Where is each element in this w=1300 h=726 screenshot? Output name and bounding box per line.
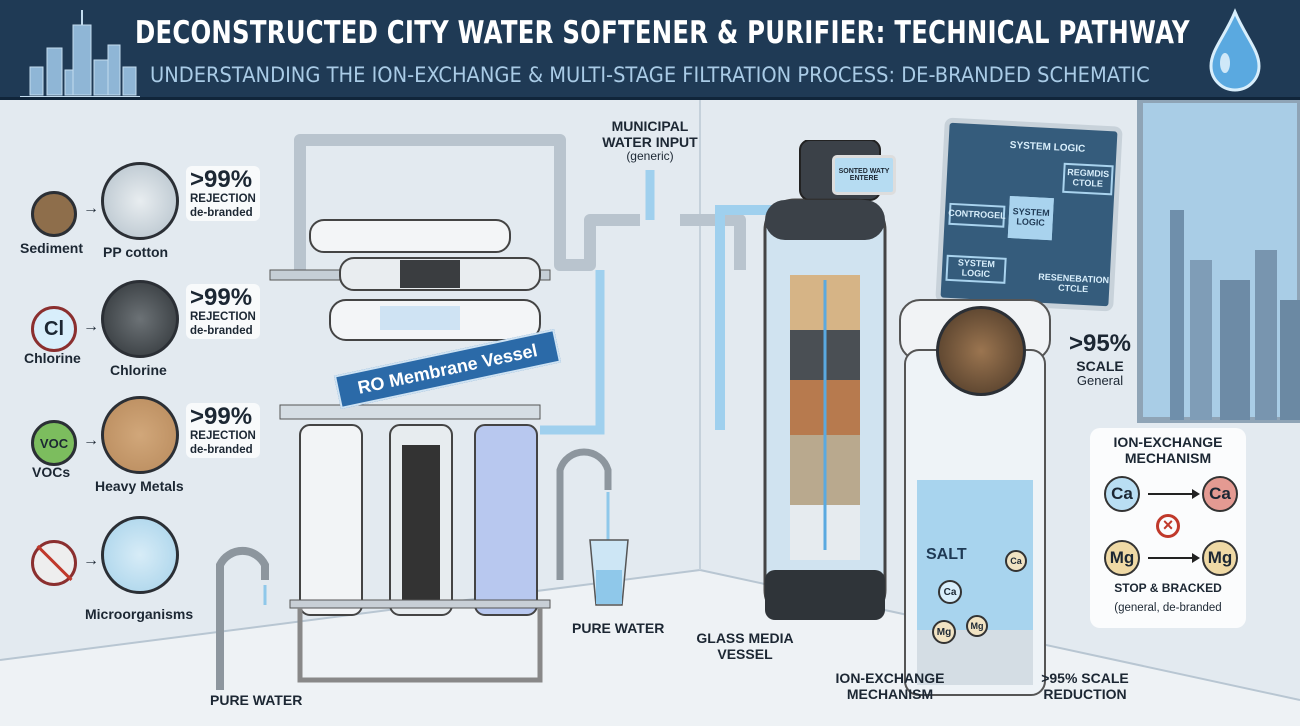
logic-title: SYSTEM LOGIC xyxy=(1009,139,1086,155)
water-drop-icon xyxy=(1209,8,1261,92)
ion-exchange-mechanism-label: ION-EXCHANGE MECHANISM xyxy=(825,670,955,702)
mg-ion: Mg xyxy=(966,615,988,637)
title-line1: ION-EXCHANGE xyxy=(1113,434,1223,450)
arrow-icon: → xyxy=(83,552,99,569)
scale-reduction-label: >95% SCALE REDUCTION xyxy=(1030,670,1140,702)
mg-ion-in: Mg xyxy=(1104,540,1140,576)
sediment-label: Sediment xyxy=(20,240,84,256)
page-subtitle: UNDERSTANDING THE ION-EXCHANGE & MULTI-S… xyxy=(150,63,1150,87)
rejection-label: REJECTION xyxy=(190,311,256,323)
ca-ion-in: Ca xyxy=(1104,476,1140,512)
arrow-icon xyxy=(1148,553,1200,563)
rejection-callout: >99% REJECTION de-branded xyxy=(186,403,260,458)
municipal-line1: MUNICIPAL xyxy=(611,118,689,134)
vocs-label: VOCs xyxy=(32,464,71,480)
logic-control: CONTROGEL xyxy=(948,202,1006,228)
rejection-percent: >99% xyxy=(190,284,253,311)
blue-cartridge xyxy=(474,424,538,616)
glass-media-vessel xyxy=(763,140,887,620)
heavy-metals-icon xyxy=(101,396,179,474)
ro-filter-unit xyxy=(269,219,551,683)
arrow-icon: → xyxy=(83,200,99,217)
chlorine-icon: Cl xyxy=(31,306,77,352)
ion-exchange-panel: ION-EXCHANGE MECHANISM Ca Ca × Mg Mg STO… xyxy=(1090,428,1246,628)
page-title: DECONSTRUCTED CITY WATER SOFTENER & PURI… xyxy=(135,15,1190,51)
arrow-icon xyxy=(1148,489,1200,499)
microorganisms-label: Microorganisms xyxy=(85,606,194,622)
scale-line1: >95% SCALE xyxy=(1041,670,1129,686)
rejection-callout: >99% REJECTION de-branded xyxy=(186,284,260,339)
ca-ion: Ca xyxy=(1005,550,1027,572)
no-bacteria-icon xyxy=(31,540,77,586)
ion-exchange-footer: STOP & BRACKED xyxy=(1114,581,1222,595)
arrow-icon: → xyxy=(83,432,99,449)
rejection-note: de-branded xyxy=(190,443,253,456)
faucet-icon xyxy=(216,546,269,690)
municipal-note: (generic) xyxy=(626,149,674,164)
ion-line2: MECHANISM xyxy=(846,686,934,703)
chlorine-label: Chlorine xyxy=(24,350,81,366)
carbon-filter-icon xyxy=(101,280,179,358)
scale-label: SCALE xyxy=(1076,357,1124,374)
microorganisms-icon xyxy=(101,516,179,594)
ca-ion-out: Ca xyxy=(1202,476,1238,512)
pp-cotton-label: PP cotton xyxy=(103,244,169,260)
vessel-line1: GLASS MEDIA xyxy=(696,630,794,646)
logic-top-right: REGMDIS CTOLE xyxy=(1062,162,1114,196)
header-banner: DECONSTRUCTED CITY WATER SOFTENER & PURI… xyxy=(0,0,1300,100)
ion-line1: ION-EXCHANGE xyxy=(835,670,945,686)
municipal-water-input-label: MUNICIPAL WATER INPUT (generic) xyxy=(590,118,710,164)
rejection-percent: >99% xyxy=(190,403,253,430)
chlorine-media-label: Chlorine xyxy=(110,362,167,378)
voc-icon: VOC xyxy=(31,420,77,466)
scale-line2: REDUCTION xyxy=(1043,686,1127,703)
pure-water-label: PURE WATER xyxy=(572,620,665,636)
control-display: SONTED WATY ENTERE xyxy=(832,155,896,195)
municipal-line2: WATER INPUT xyxy=(602,134,698,151)
ca-ion: Ca xyxy=(938,580,962,604)
salt-label: SALT xyxy=(926,546,967,563)
rejection-callout: >99% REJECTION de-branded xyxy=(186,166,260,221)
ion-exchange-title: ION-EXCHANGE MECHANISM xyxy=(1090,434,1246,466)
resin-sample-icon xyxy=(936,306,1026,396)
city-skyline-icon xyxy=(20,10,140,97)
scale-percent: >95% xyxy=(1068,330,1132,357)
sediment-icon xyxy=(31,191,77,237)
rejection-percent: >99% xyxy=(190,166,253,193)
title-line2: MECHANISM xyxy=(1124,450,1212,467)
glass-media-vessel-label: GLASS MEDIA VESSEL xyxy=(685,630,805,662)
arrow-icon: → xyxy=(83,318,99,335)
mg-ion-out: Mg xyxy=(1202,540,1238,576)
scale-note: General xyxy=(1076,372,1124,388)
rejection-note: de-branded xyxy=(190,324,253,337)
rejection-note: de-branded xyxy=(190,206,253,219)
mg-ion: Mg xyxy=(932,620,956,644)
membrane-housing xyxy=(309,219,511,253)
rejection-label: REJECTION xyxy=(190,193,256,205)
sediment-cartridge xyxy=(299,424,363,616)
pure-water-faucet-icon xyxy=(556,448,629,606)
vessel-line2: VESSEL xyxy=(717,646,773,663)
scale-callout: >95% SCALE General xyxy=(1055,330,1145,389)
heavy-metals-label: Heavy Metals xyxy=(95,478,184,494)
exchange-block-icon: × xyxy=(1156,514,1180,538)
ion-exchange-note: (general, de-branded xyxy=(1114,602,1222,614)
logic-chip: SYSTEM LOGIC xyxy=(1007,195,1054,241)
pp-cotton-filter-icon xyxy=(101,162,179,240)
pure-water-label-2: PURE WATER xyxy=(210,692,303,708)
rejection-label: REJECTION xyxy=(190,430,256,442)
